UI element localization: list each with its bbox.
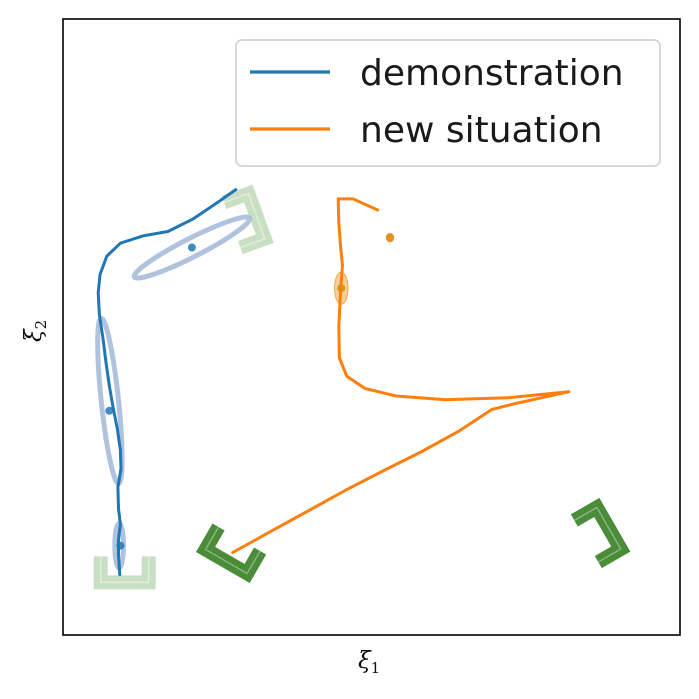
frame-bracket-1 [93,556,156,590]
plot-area-frame [62,18,681,636]
legend-label-demonstration: demonstration [360,53,624,94]
frame-bracket-4 [570,497,631,569]
frame-bracket-3-inner [204,526,261,575]
frame-bracket-2 [221,184,274,255]
series-line-new-situation [231,197,571,554]
frame-bracket-3 [195,523,267,584]
y-axis-label: ξ2 [21,320,50,342]
marker-demonstration-3 [187,243,196,252]
marker-demonstration-1 [116,541,125,550]
x-axis-label: ξ1 [358,648,380,677]
frame-bracket-4-inner [573,506,622,563]
marker-demonstration-2 [105,406,114,415]
series-line-demonstration [96,188,238,577]
frame-bracket-1-inner [99,556,150,584]
legend-box [235,39,661,167]
legend-label-new-situation: new situation [360,110,603,151]
ellipse-demonstration-3 [131,214,253,281]
legend: demonstration new situation [235,39,661,167]
marker-new-situation-1 [337,284,346,293]
marker-new-situation-2 [386,233,395,242]
frame-bracket-2-inner [223,192,266,249]
